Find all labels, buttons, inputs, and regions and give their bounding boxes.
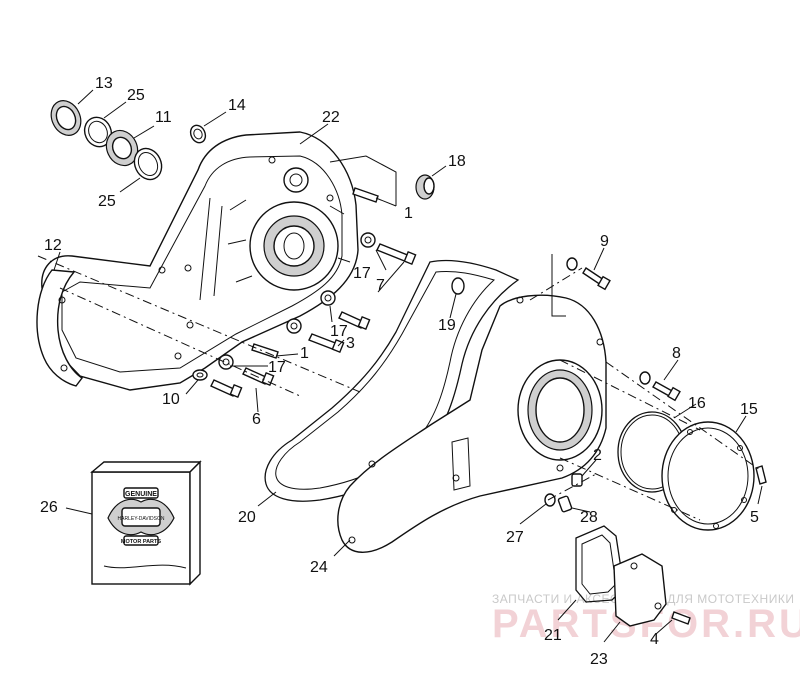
- part-18-seal: [415, 174, 435, 200]
- callout-5: 5: [750, 509, 759, 526]
- callout-9: 9: [600, 233, 609, 250]
- callout-6: 6: [252, 411, 261, 428]
- callout-20: 20: [238, 509, 256, 526]
- callout-26: 26: [40, 499, 58, 516]
- callout-22: 22: [322, 109, 340, 126]
- callout-13: 13: [95, 75, 113, 92]
- callout-17-c: 17: [268, 359, 286, 376]
- callout-28: 28: [580, 509, 598, 526]
- fasteners: [192, 232, 767, 625]
- badge-middle-text: HARLEY-DAVIDSON: [118, 516, 165, 522]
- callout-15: 15: [740, 401, 758, 418]
- callout-2: 2: [593, 447, 602, 464]
- callout-11: 11: [155, 109, 172, 126]
- callout-17-a: 17: [353, 265, 371, 282]
- part-12-housing: [36, 269, 84, 387]
- callout-4: 4: [650, 631, 659, 648]
- callout-8: 8: [672, 345, 681, 362]
- leader-lines: [53, 89, 763, 643]
- callout-25-bottom: 25: [98, 193, 116, 210]
- callout-12: 12: [44, 237, 62, 254]
- callout-1-top: 1: [404, 205, 413, 222]
- callout-24: 24: [310, 559, 328, 576]
- outer-primary-cover: [337, 294, 607, 553]
- genuine-parts-box: GENUINE HARLEY-DAVIDSON MOTOR PARTS: [90, 460, 202, 586]
- inner-primary-cover: [41, 131, 359, 391]
- callout-23: 23: [590, 651, 608, 668]
- callout-17-b: 17: [330, 323, 348, 340]
- callout-7: 7: [376, 277, 385, 294]
- callout-1-bottom: 1: [300, 345, 309, 362]
- callout-21: 21: [544, 627, 562, 644]
- part-15-derby-cover: [661, 421, 755, 531]
- callout-3: 3: [346, 335, 355, 352]
- watermark: ЗАПЧАСТИ И АКСЕССУАРЫ ДЛЯ МОТОТЕХНИКИ PA…: [492, 592, 800, 646]
- bearing-stack: [50, 100, 207, 181]
- callout-18: 18: [448, 153, 466, 170]
- callout-labels: 13 25 11 14 22 25 18 1 12 9 17 7 19 17 3…: [40, 75, 759, 668]
- callout-27: 27: [506, 529, 524, 546]
- badge-bottom-text: MOTOR PARTS: [121, 539, 161, 545]
- callout-10: 10: [162, 391, 180, 408]
- callout-19: 19: [438, 317, 456, 334]
- inspection-cover-parts: [575, 525, 667, 627]
- callout-16: 16: [688, 395, 706, 412]
- callout-14: 14: [228, 97, 246, 114]
- badge-top-text: GENUINE: [125, 491, 157, 498]
- callout-25-top: 25: [127, 87, 145, 104]
- alignment-lines: [37, 255, 761, 521]
